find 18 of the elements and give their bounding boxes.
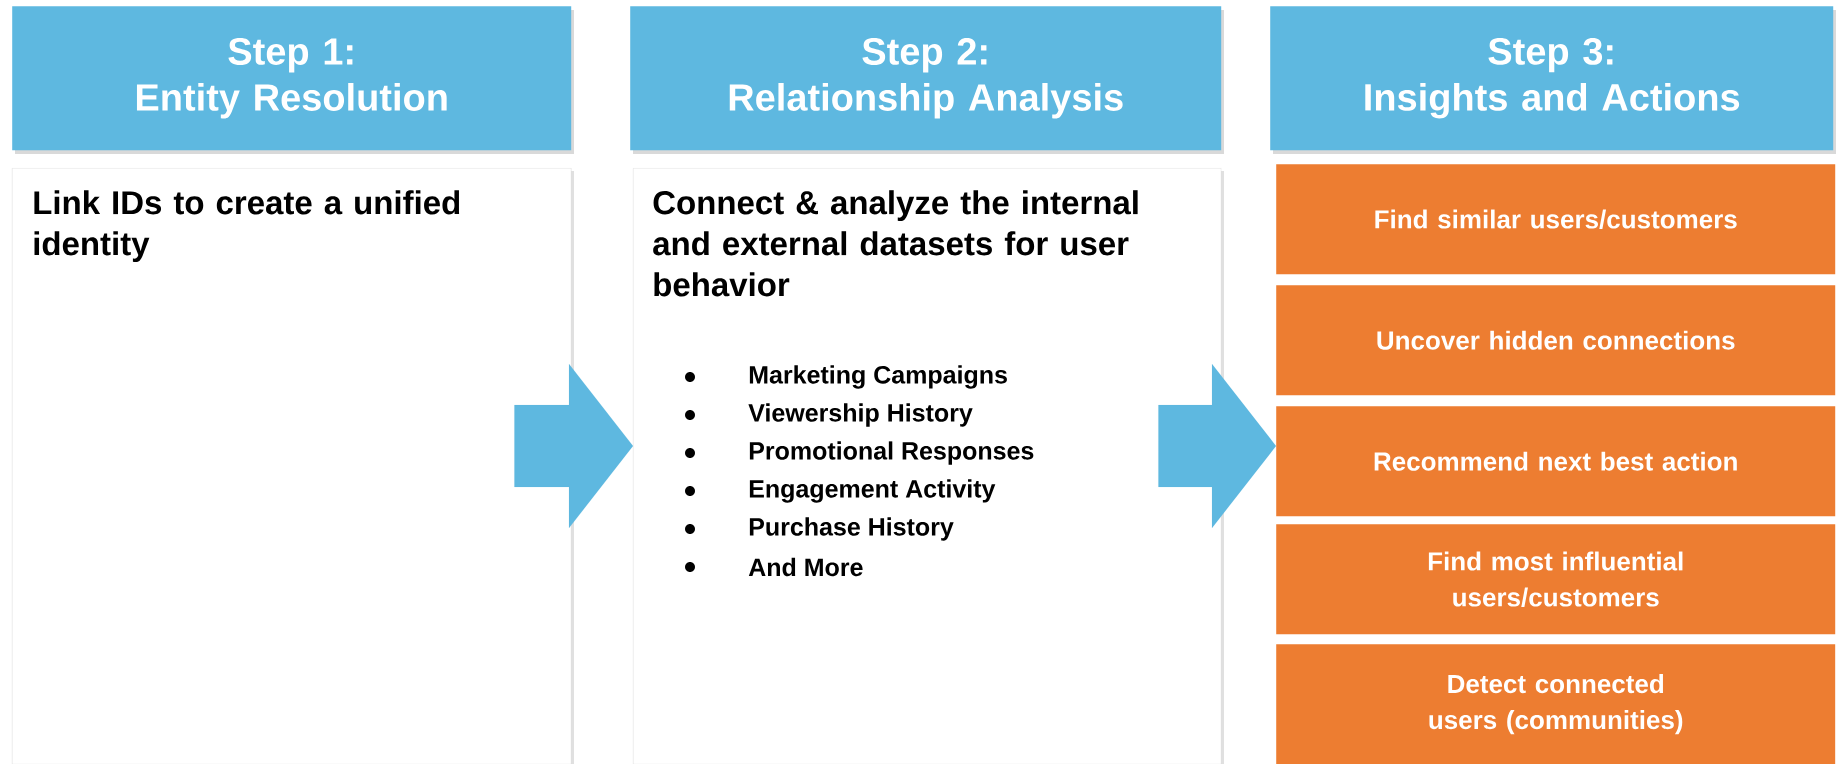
- action-box: Detect connected users (communities): [1276, 644, 1836, 764]
- step-header: Step 3: Insights and Actions: [1270, 6, 1834, 151]
- bullet-item: And More: [685, 557, 863, 577]
- panel-heading: Connect & analyze the internal and external datasets for user behavior: [653, 190, 1138, 297]
- bullet-item: Marketing Campaigns: [685, 365, 1007, 389]
- bullet-item: Engagement Activity: [685, 479, 996, 503]
- action-box: Find most influential users/customers: [1276, 524, 1836, 635]
- action-box: Uncover hidden connections: [1276, 285, 1836, 396]
- action-box: Recommend next best action: [1276, 406, 1836, 517]
- action-box: Find similar users/customers: [1276, 164, 1836, 275]
- step-header: Step 1: Entity Resolution: [12, 6, 572, 151]
- step-header: Step 2: Relationship Analysis: [630, 6, 1222, 151]
- panel-heading: Link IDs to create a unified identity: [34, 190, 460, 262]
- bullet-item: Purchase History: [685, 517, 954, 541]
- block-arrow: [1158, 363, 1277, 529]
- bullet-item: Viewership History: [685, 403, 973, 427]
- block-arrow: [514, 363, 634, 529]
- bullet-item: Promotional Responses: [685, 441, 1034, 465]
